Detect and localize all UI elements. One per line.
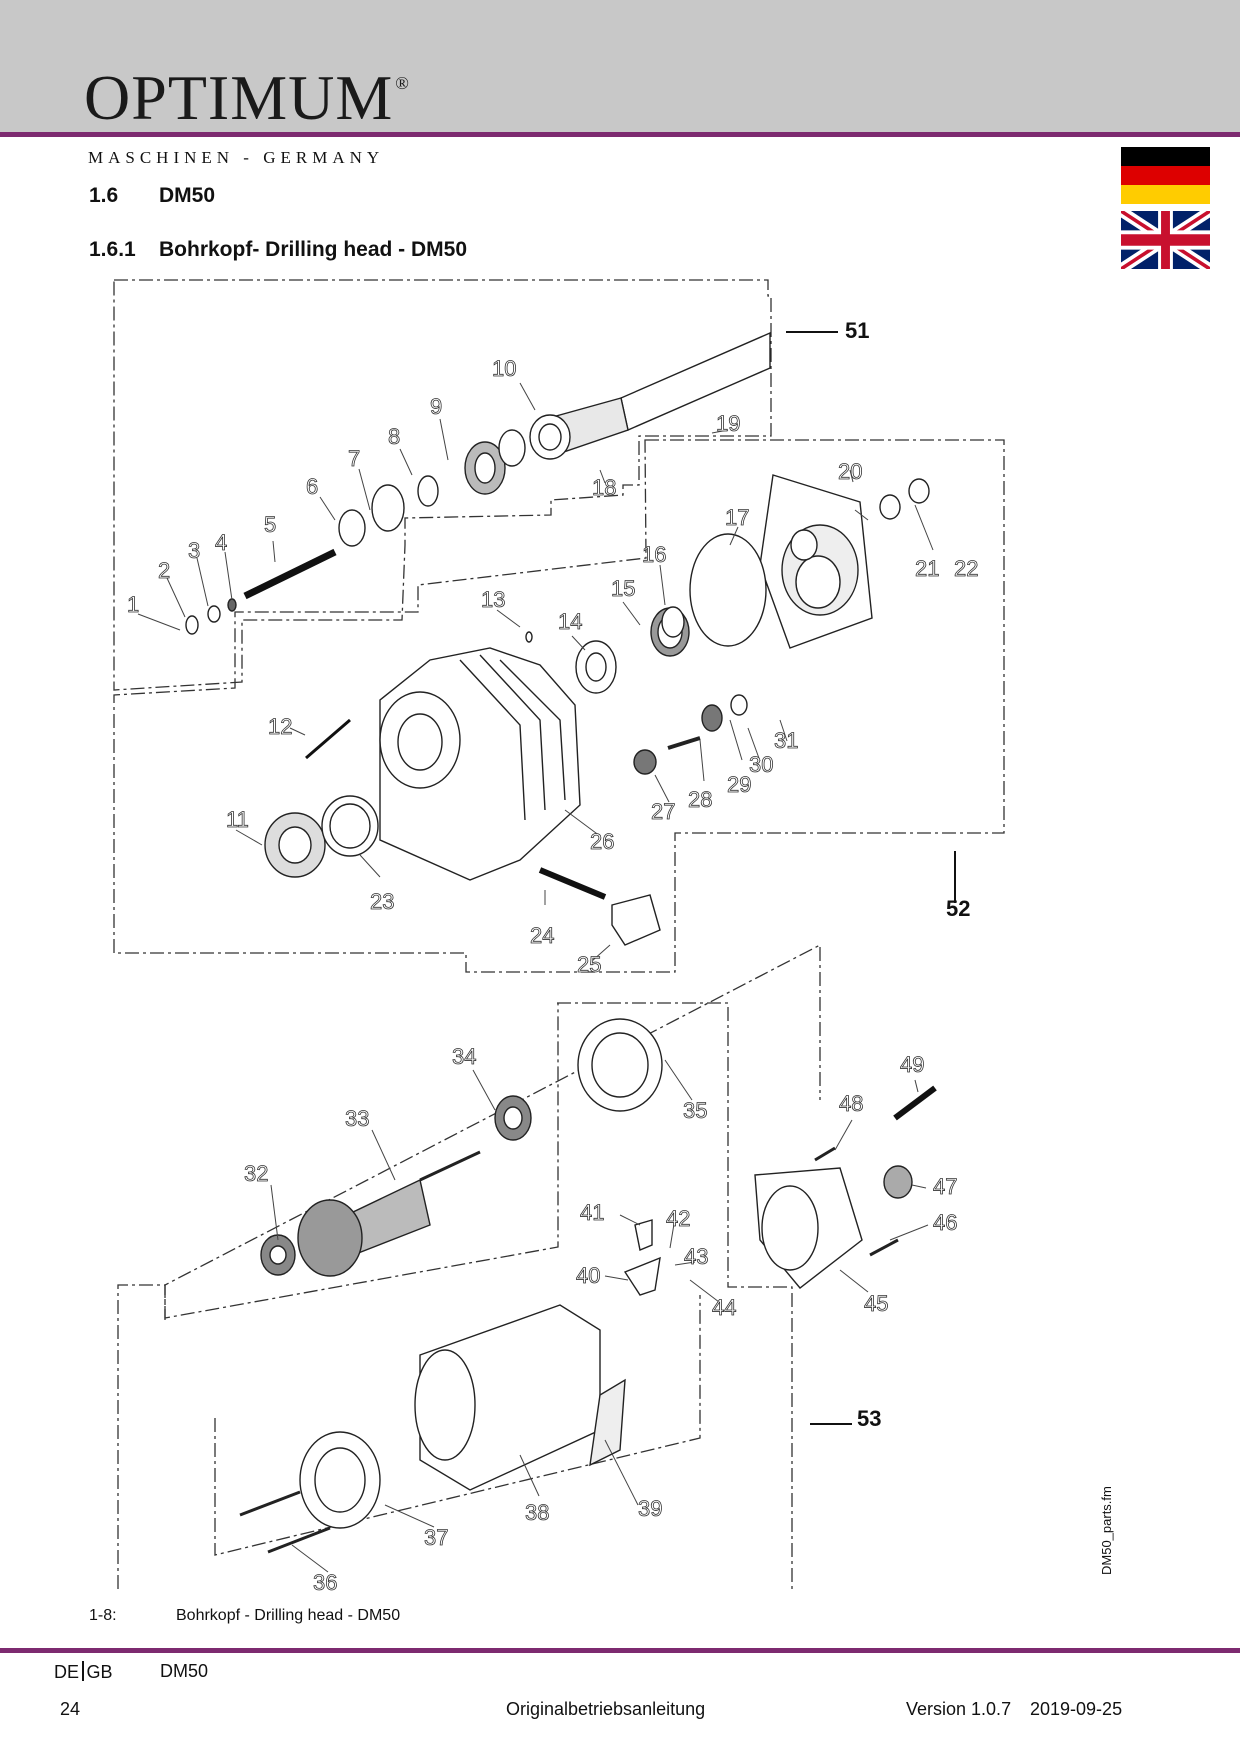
part-label-41: 41	[580, 1200, 604, 1225]
part-label-9: 9	[430, 394, 442, 419]
part-label-28: 28	[688, 787, 712, 812]
part-label-36: 36	[313, 1570, 337, 1595]
header-band	[0, 0, 1240, 132]
part-label-24: 24	[530, 923, 554, 948]
part-label-29: 29	[727, 772, 751, 797]
document-date: 2019-09-25	[1030, 1699, 1123, 1719]
part-label-26: 26	[590, 829, 614, 854]
part-label-11: 11	[226, 807, 249, 832]
part-label-38: 38	[525, 1500, 549, 1525]
brand-name: OPTIMUM	[84, 62, 394, 133]
assembly-label-51: 51	[845, 318, 870, 343]
part-label-19: 19	[716, 411, 740, 436]
part-label-1: 1	[127, 592, 139, 617]
header-rule	[0, 132, 1240, 137]
assembly-label-53: 53	[857, 1406, 882, 1431]
part-label-43: 43	[684, 1244, 708, 1269]
language-gb: GB	[86, 1662, 113, 1682]
part-label-7: 7	[348, 446, 360, 471]
footer-rule	[0, 1648, 1240, 1653]
part-label-3: 3	[188, 538, 200, 563]
subsection-title: Bohrkopf- Drilling head - DM50	[159, 238, 468, 261]
part-label-40: 40	[576, 1263, 600, 1288]
part-label-25: 25	[577, 952, 601, 977]
part-label-47: 47	[933, 1174, 957, 1199]
figure-number: 1-8:	[89, 1607, 117, 1624]
part-label-46: 46	[933, 1210, 957, 1235]
brand-logo: OPTIMUM®	[84, 66, 410, 130]
part-label-35: 35	[683, 1098, 707, 1123]
part-label-12: 12	[268, 714, 292, 739]
exploded-parts-diagram: 1 2 3 4 5 6 7 8 9 10 11 12 13 14 15 16 1…	[113, 279, 1005, 1595]
subsection-number: 1.6.1	[89, 238, 136, 261]
language-de: DE	[54, 1662, 80, 1682]
section-heading: 1.6 DM50	[89, 184, 215, 208]
document-version: Version 1.0.7	[906, 1699, 1012, 1719]
registered-mark: ®	[395, 73, 410, 93]
part-label-10: 10	[492, 356, 516, 381]
part-label-20: 20	[838, 459, 862, 484]
section-title: DM50	[159, 184, 216, 207]
part-label-2: 2	[158, 558, 170, 583]
part-label-14: 14	[558, 609, 582, 634]
part-label-33: 33	[345, 1106, 369, 1131]
footer-model: DM50	[160, 1661, 209, 1681]
language-indicator: DE GB	[54, 1661, 113, 1683]
part-label-48: 48	[839, 1091, 863, 1116]
source-file-note: DM50_parts.fm	[1099, 1486, 1114, 1575]
part-label-22: 22	[954, 556, 978, 581]
language-separator	[82, 1661, 84, 1681]
part-label-8: 8	[388, 424, 400, 449]
part-label-42: 42	[666, 1206, 690, 1231]
part-label-49: 49	[900, 1052, 924, 1077]
part-label-34: 34	[452, 1044, 476, 1069]
part-label-45: 45	[864, 1291, 888, 1316]
part-label-16: 16	[642, 542, 666, 567]
part-label-32: 32	[244, 1161, 268, 1186]
part-label-21: 21	[915, 556, 939, 581]
subsection-heading: 1.6.1 Bohrkopf- Drilling head - DM50	[89, 238, 467, 262]
part-label-27: 27	[651, 799, 675, 824]
part-label-17: 17	[725, 505, 749, 530]
part-label-23: 23	[370, 889, 394, 914]
part-label-4: 4	[215, 530, 227, 555]
united-kingdom-flag-icon[interactable]	[1121, 211, 1210, 269]
brand-tagline: MASCHINEN - GERMANY	[88, 148, 385, 167]
part-label-31: 31	[774, 728, 798, 753]
part-label-15: 15	[611, 576, 635, 601]
part-label-18: 18	[592, 475, 616, 500]
assembly-label-52: 52	[946, 896, 971, 921]
assembly-52-leader	[954, 851, 956, 903]
part-label-6: 6	[306, 474, 318, 499]
part-label-30: 30	[749, 752, 773, 777]
part-label-13: 13	[481, 587, 505, 612]
part-label-44: 44	[712, 1295, 736, 1320]
part-label-39: 39	[638, 1496, 662, 1521]
part-label-5: 5	[264, 512, 276, 537]
assembly-53-leader	[810, 1423, 852, 1425]
part-label-37: 37	[424, 1525, 448, 1550]
page-number: 24	[60, 1699, 81, 1719]
figure-caption: Bohrkopf - Drilling head - DM50	[176, 1607, 401, 1624]
document-title: Originalbetriebsanleitung	[506, 1699, 706, 1719]
section-number: 1.6	[89, 184, 119, 207]
germany-flag-icon[interactable]	[1121, 147, 1210, 204]
assembly-51-leader	[786, 331, 838, 333]
